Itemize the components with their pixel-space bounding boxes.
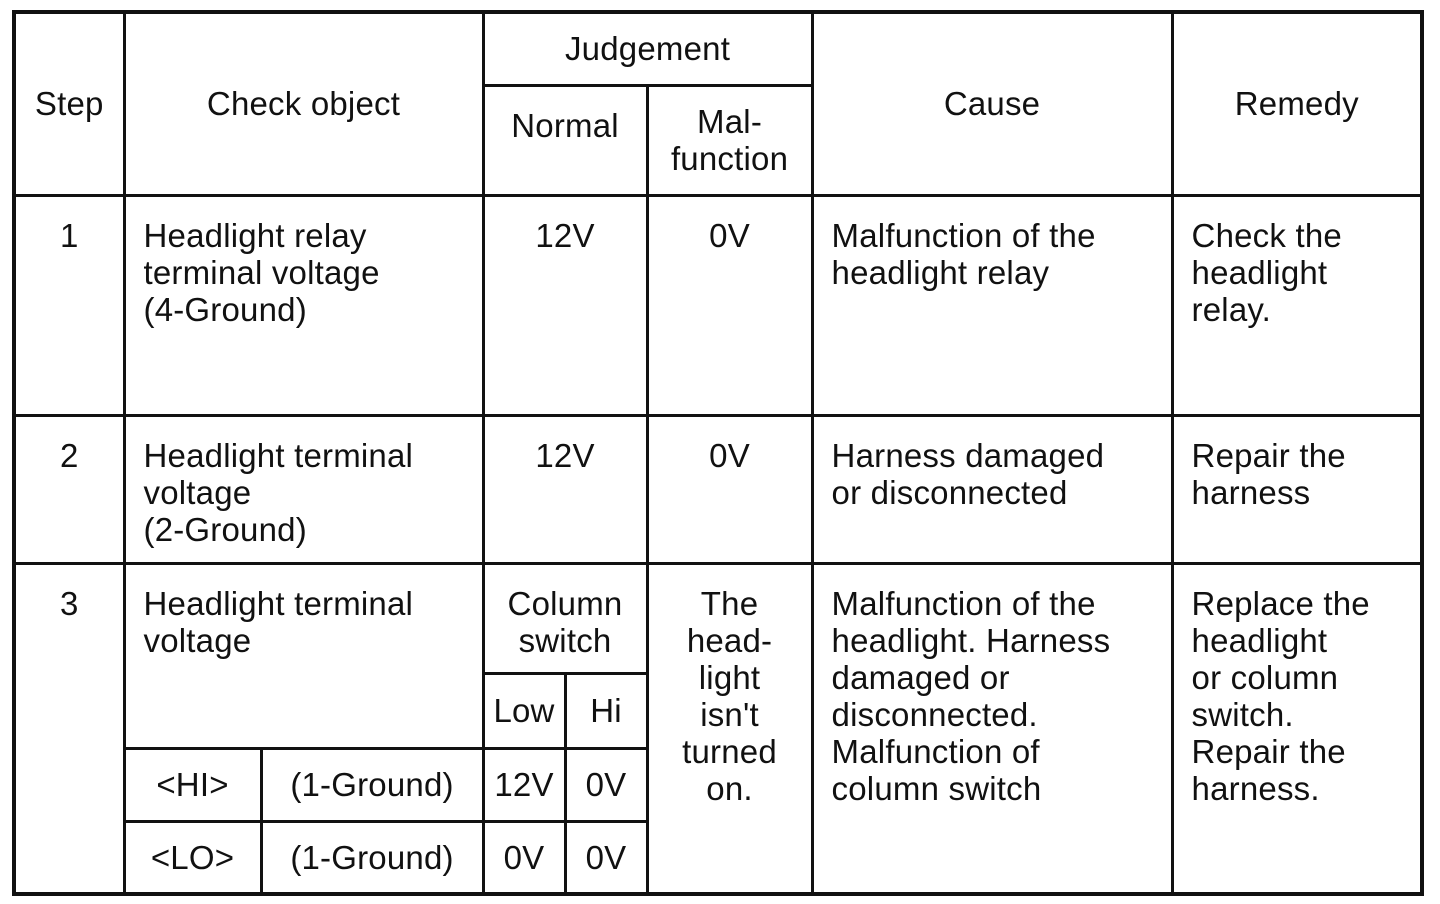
- terminal-label: (1-Ground): [259, 819, 485, 896]
- remedy-cell: Check the headlight relay.: [1170, 193, 1424, 417]
- step-number: 1: [12, 193, 126, 417]
- header-row-bottom: Normal Mal- function: [14, 83, 1422, 197]
- terminal-label: (1-Ground): [259, 746, 485, 823]
- troubleshooting-sheet: Step Check object Judgement Cause Remedy…: [12, 10, 1425, 896]
- remedy-cell: Replace the headlight or column switch. …: [1170, 561, 1424, 896]
- switch-hi-header: Hi: [563, 671, 649, 750]
- hi-value: 0V: [563, 819, 649, 896]
- header-judgement: Judgement: [481, 10, 814, 87]
- cause-cell: Malfunction of the headlight. Harness da…: [810, 561, 1174, 896]
- cause-cell: Malfunction of the headlight relay: [810, 193, 1174, 417]
- beam-label: <LO>: [122, 819, 263, 896]
- header-row-top: Step Check object Judgement Cause Remedy: [12, 10, 1424, 197]
- malfunction-value: The head- light isn't turned on.: [645, 561, 814, 896]
- header-remedy: Remedy: [1170, 10, 1424, 197]
- sub-row: <HI> (1-Ground) 12V 0V: [14, 746, 1422, 823]
- header-cause: Cause: [810, 10, 1174, 197]
- table-row: 3 Headlight terminal voltage Column swit…: [12, 561, 1424, 896]
- normal-value: 12V: [481, 413, 649, 565]
- header-malfunction: Mal- function: [645, 83, 814, 197]
- check-object-cell: Headlight terminal voltage: [122, 561, 485, 750]
- header-normal: Normal: [481, 83, 649, 197]
- check-object-cell: Headlight terminal voltage (2-Ground): [122, 413, 485, 565]
- header-step: Step: [12, 10, 126, 197]
- beam-label: <HI>: [122, 746, 263, 823]
- normal-value: 12V: [481, 193, 649, 417]
- step-number: 2: [12, 413, 126, 565]
- cause-cell: Harness damaged or disconnected: [810, 413, 1174, 565]
- header-check-object: Check object: [122, 10, 485, 197]
- table-row: 2 Headlight terminal voltage (2-Ground) …: [12, 413, 1424, 565]
- low-value: 0V: [481, 819, 567, 896]
- column-switch-header: Column switch: [481, 561, 649, 675]
- troubleshooting-table: Step Check object Judgement Cause Remedy…: [12, 10, 1425, 896]
- malfunction-value: 0V: [645, 413, 814, 565]
- step-number: 3: [12, 561, 126, 896]
- switch-position-row: Low Hi: [14, 671, 1422, 750]
- check-object-cell: Headlight relay terminal voltage (4-Grou…: [122, 193, 485, 417]
- hi-value: 0V: [563, 746, 649, 823]
- malfunction-value: 0V: [645, 193, 814, 417]
- switch-low-header: Low: [481, 671, 567, 750]
- table-row: 1 Headlight relay terminal voltage (4-Gr…: [12, 193, 1424, 417]
- sub-row: <LO> (1-Ground) 0V 0V: [14, 819, 1422, 896]
- remedy-cell: Repair the harness: [1170, 413, 1424, 565]
- low-value: 12V: [481, 746, 567, 823]
